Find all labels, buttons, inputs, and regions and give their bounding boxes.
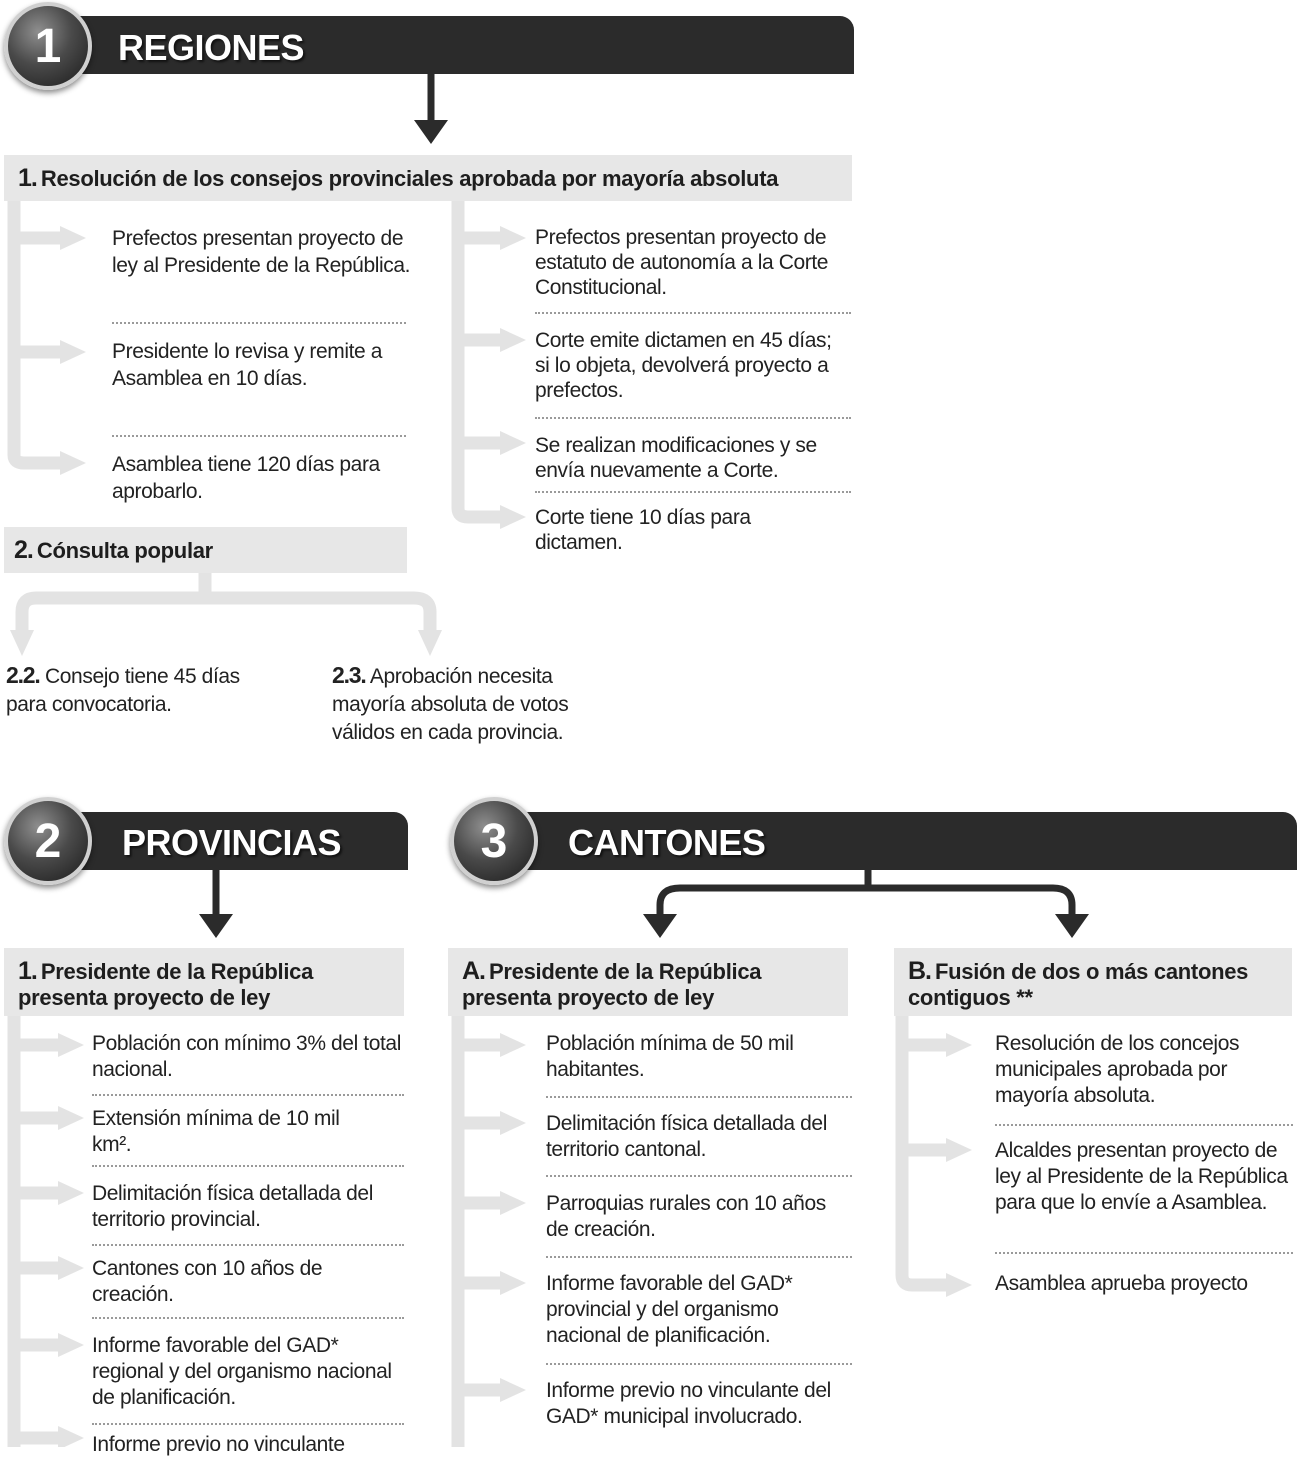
- divider: [995, 1252, 1293, 1254]
- divider: [112, 435, 406, 437]
- cantones-stepB-header: B.Fusión de dos o más cantones contiguos…: [894, 948, 1292, 1016]
- divider: [535, 417, 851, 419]
- substep-text: Aprobación necesita mayoría absoluta de …: [332, 665, 569, 744]
- step-number: 2.: [14, 536, 34, 564]
- regiones-substep-2-3: 2.3. Aprobación necesita mayoría absolut…: [332, 661, 607, 747]
- regiones-step1-header: 1.Resolución de los consejos provinciale…: [4, 155, 852, 201]
- step-number: 1.: [18, 164, 38, 192]
- regiones-number-badge: 1: [4, 2, 92, 90]
- divider: [92, 1094, 404, 1096]
- cantones-a-item-3: Parroquias rurales con 10 años de creaci…: [546, 1192, 826, 1241]
- provincias-item-5: Informe favorable del GAD* regional y de…: [92, 1334, 392, 1409]
- cantones-banner: [488, 812, 1297, 870]
- divider: [546, 1363, 852, 1365]
- substep-number: 2.2.: [6, 662, 41, 688]
- cantones-a-item-4: Informe favorable del GAD* provincial y …: [546, 1272, 793, 1347]
- regiones-step2-header: 2.Cónsulta popular: [4, 527, 407, 573]
- provincias-item-4: Cantones con 10 años de creación.: [92, 1257, 323, 1306]
- cantones-b-item-1: Resolución de los concejos municipales a…: [995, 1032, 1240, 1107]
- step-letter: A.: [462, 957, 486, 985]
- cantones-a-item-5: Informe previo no vinculante del GAD* mu…: [546, 1379, 831, 1428]
- provincias-banner: [40, 812, 408, 870]
- step-title: Resolución de los consejos provinciales …: [40, 166, 779, 191]
- regiones-right-item-3: Se realizan modificaciones y se envía nu…: [535, 434, 817, 482]
- divider: [92, 1317, 404, 1319]
- step-title: Presidente de la República presenta proy…: [18, 959, 314, 1010]
- divider: [112, 322, 406, 324]
- provincias-item-3: Delimitación física detallada del territ…: [92, 1182, 373, 1231]
- provincias-title: PROVINCIAS: [122, 822, 342, 863]
- regiones-title: REGIONES: [118, 27, 305, 68]
- cantones-number-badge: 3: [450, 797, 538, 885]
- provincias-item-1: Población con mínimo 3% del total nacion…: [92, 1032, 401, 1081]
- step-letter: B.: [908, 957, 932, 985]
- cantones-a-item-2: Delimitación física detallada del territ…: [546, 1112, 827, 1161]
- divider: [92, 1244, 404, 1246]
- divider: [546, 1096, 852, 1098]
- provincias-item-2: Extensión mínima de 10 mil km².: [92, 1107, 340, 1156]
- regiones-banner: [40, 16, 854, 74]
- cantones-a-item-1: Población mínima de 50 mil habitantes.: [546, 1032, 794, 1081]
- cantones-b-item-3: Asamblea aprueba proyecto: [995, 1272, 1248, 1295]
- divider: [535, 491, 851, 493]
- divider: [92, 1165, 404, 1167]
- regiones-left-item-3: Asamblea tiene 120 días para aprobarlo.: [112, 453, 380, 503]
- divider: [92, 1423, 404, 1425]
- divider: [535, 312, 851, 314]
- cantones-title: CANTONES: [568, 822, 766, 863]
- provincias-item-6: Informe previo no vinculante: [92, 1433, 345, 1456]
- step-title: Presidente de la República presenta proy…: [462, 959, 762, 1010]
- step-title: Fusión de dos o más cantones contiguos *…: [908, 959, 1249, 1010]
- divider: [546, 1256, 852, 1258]
- divider: [995, 1124, 1293, 1126]
- cantones-b-item-2: Alcaldes presentan proyecto de ley al Pr…: [995, 1139, 1288, 1214]
- divider: [546, 1175, 852, 1177]
- regiones-right-item-4: Corte tiene 10 días para dictamen.: [535, 506, 751, 554]
- step-title: Cónsulta popular: [36, 538, 213, 563]
- regiones-right-item-1: Prefectos presentan proyecto de estatuto…: [535, 226, 829, 299]
- regiones-substep-2-2: 2.2. Consejo tiene 45 días para convocat…: [6, 661, 266, 719]
- cantones-stepA-header: A.Presidente de la República presenta pr…: [448, 948, 848, 1016]
- regiones-left-item-2: Presidente lo revisa y remite a Asamblea…: [112, 340, 383, 390]
- provincias-number-badge: 2: [4, 797, 92, 885]
- provincias-step1-header: 1.Presidente de la República presenta pr…: [4, 948, 404, 1016]
- regiones-left-item-1: Prefectos presentan proyecto de ley al P…: [112, 227, 411, 277]
- substep-text: Consejo tiene 45 días para convocatoria.: [6, 665, 240, 716]
- regiones-right-item-2: Corte emite dictamen en 45 días; si lo o…: [535, 329, 832, 402]
- step-number: 1.: [18, 957, 38, 985]
- substep-number: 2.3.: [332, 662, 367, 688]
